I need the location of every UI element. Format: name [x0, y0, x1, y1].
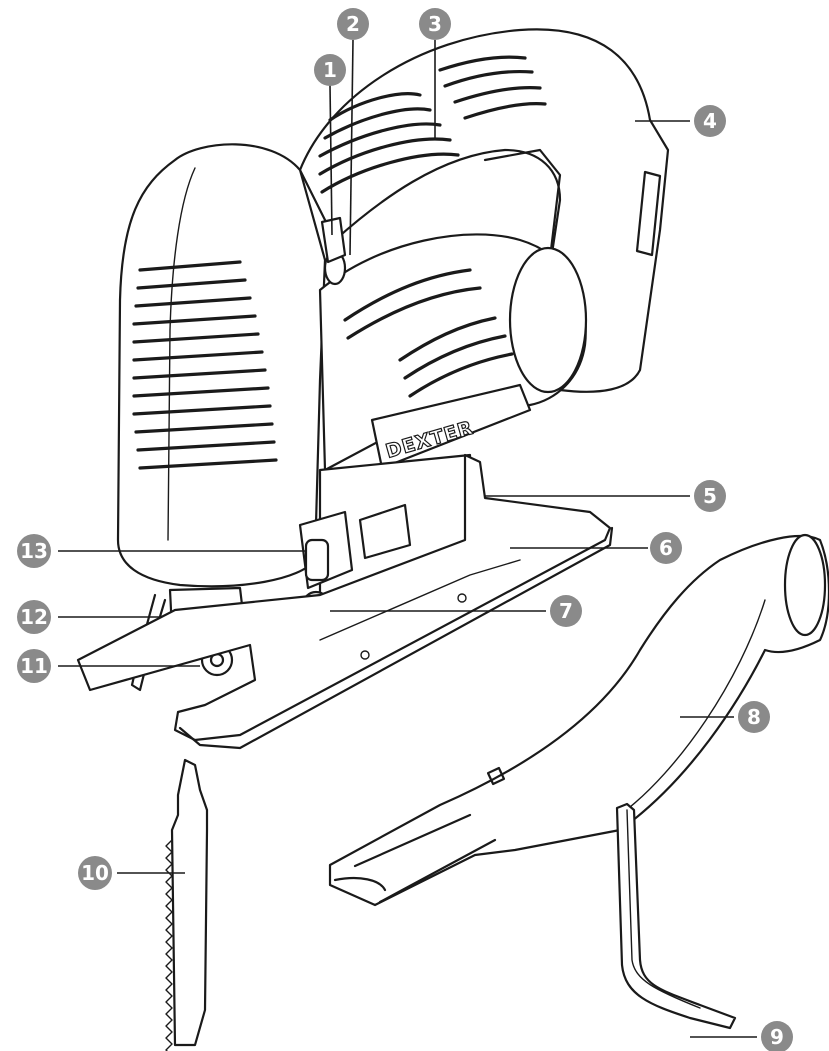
front-housing-edge — [167, 167, 196, 541]
svg-text:4: 4 — [703, 109, 717, 133]
base-plate-lip — [178, 526, 614, 750]
svg-text:7: 7 — [559, 599, 573, 623]
base-plate — [76, 453, 612, 742]
dust-adapter-seam — [619, 599, 766, 816]
hex-key-body — [615, 802, 737, 1030]
dust-adapter-opening — [783, 533, 827, 637]
base-plate-inner — [319, 559, 521, 641]
callout-1: 1 — [314, 54, 346, 86]
saw-blade-body — [170, 758, 209, 1047]
hex-key-edge — [626, 809, 701, 1009]
svg-text:8: 8 — [747, 705, 761, 729]
dust-adapter-body — [328, 534, 829, 907]
svg-text:3: 3 — [428, 12, 442, 36]
callout-5: 5 — [694, 480, 726, 512]
motor-end-cap — [508, 246, 588, 394]
brand-plate — [370, 383, 532, 470]
svg-text:10: 10 — [81, 861, 109, 885]
slot-recess — [358, 503, 412, 560]
saw-blade — [165, 758, 209, 1051]
svg-text:11: 11 — [20, 654, 48, 678]
base-screw-b — [360, 650, 370, 660]
callout-4: 4 — [694, 105, 726, 137]
callout-7: 7 — [550, 595, 582, 627]
callout-10: 10 — [78, 856, 112, 890]
callout-9: 9 — [761, 1021, 793, 1051]
dust-adapter-channel — [333, 813, 497, 904]
svg-text:13: 13 — [20, 539, 48, 563]
callout-6: 6 — [650, 532, 682, 564]
svg-text:1: 1 — [323, 58, 337, 82]
speed-dial-knob — [304, 538, 330, 582]
svg-text:5: 5 — [703, 484, 717, 508]
base-screw-a — [457, 593, 467, 603]
grip-ribs — [318, 55, 547, 194]
jigsaw: DEXTER — [76, 28, 670, 750]
callout-3: 3 — [419, 8, 451, 40]
svg-text:2: 2 — [346, 12, 360, 36]
hex-key — [615, 802, 737, 1030]
trigger — [320, 216, 347, 264]
leader-lines — [58, 39, 757, 1038]
callout-13: 13 — [17, 534, 51, 568]
svg-text:6: 6 — [659, 536, 673, 560]
saw-blade-teeth — [165, 839, 173, 1051]
battery-slot — [635, 170, 662, 257]
callout-12: 12 — [17, 600, 51, 634]
dust-adapter-tab — [486, 766, 506, 786]
motor-vents — [343, 268, 514, 398]
front-vents — [132, 260, 278, 470]
callout-11: 11 — [17, 649, 51, 683]
dust-adapter — [328, 533, 829, 907]
front-housing — [116, 143, 327, 588]
callout-8: 8 — [738, 701, 770, 733]
callout-2: 2 — [337, 8, 369, 40]
svg-text:9: 9 — [770, 1025, 784, 1049]
svg-text:12: 12 — [20, 605, 48, 629]
